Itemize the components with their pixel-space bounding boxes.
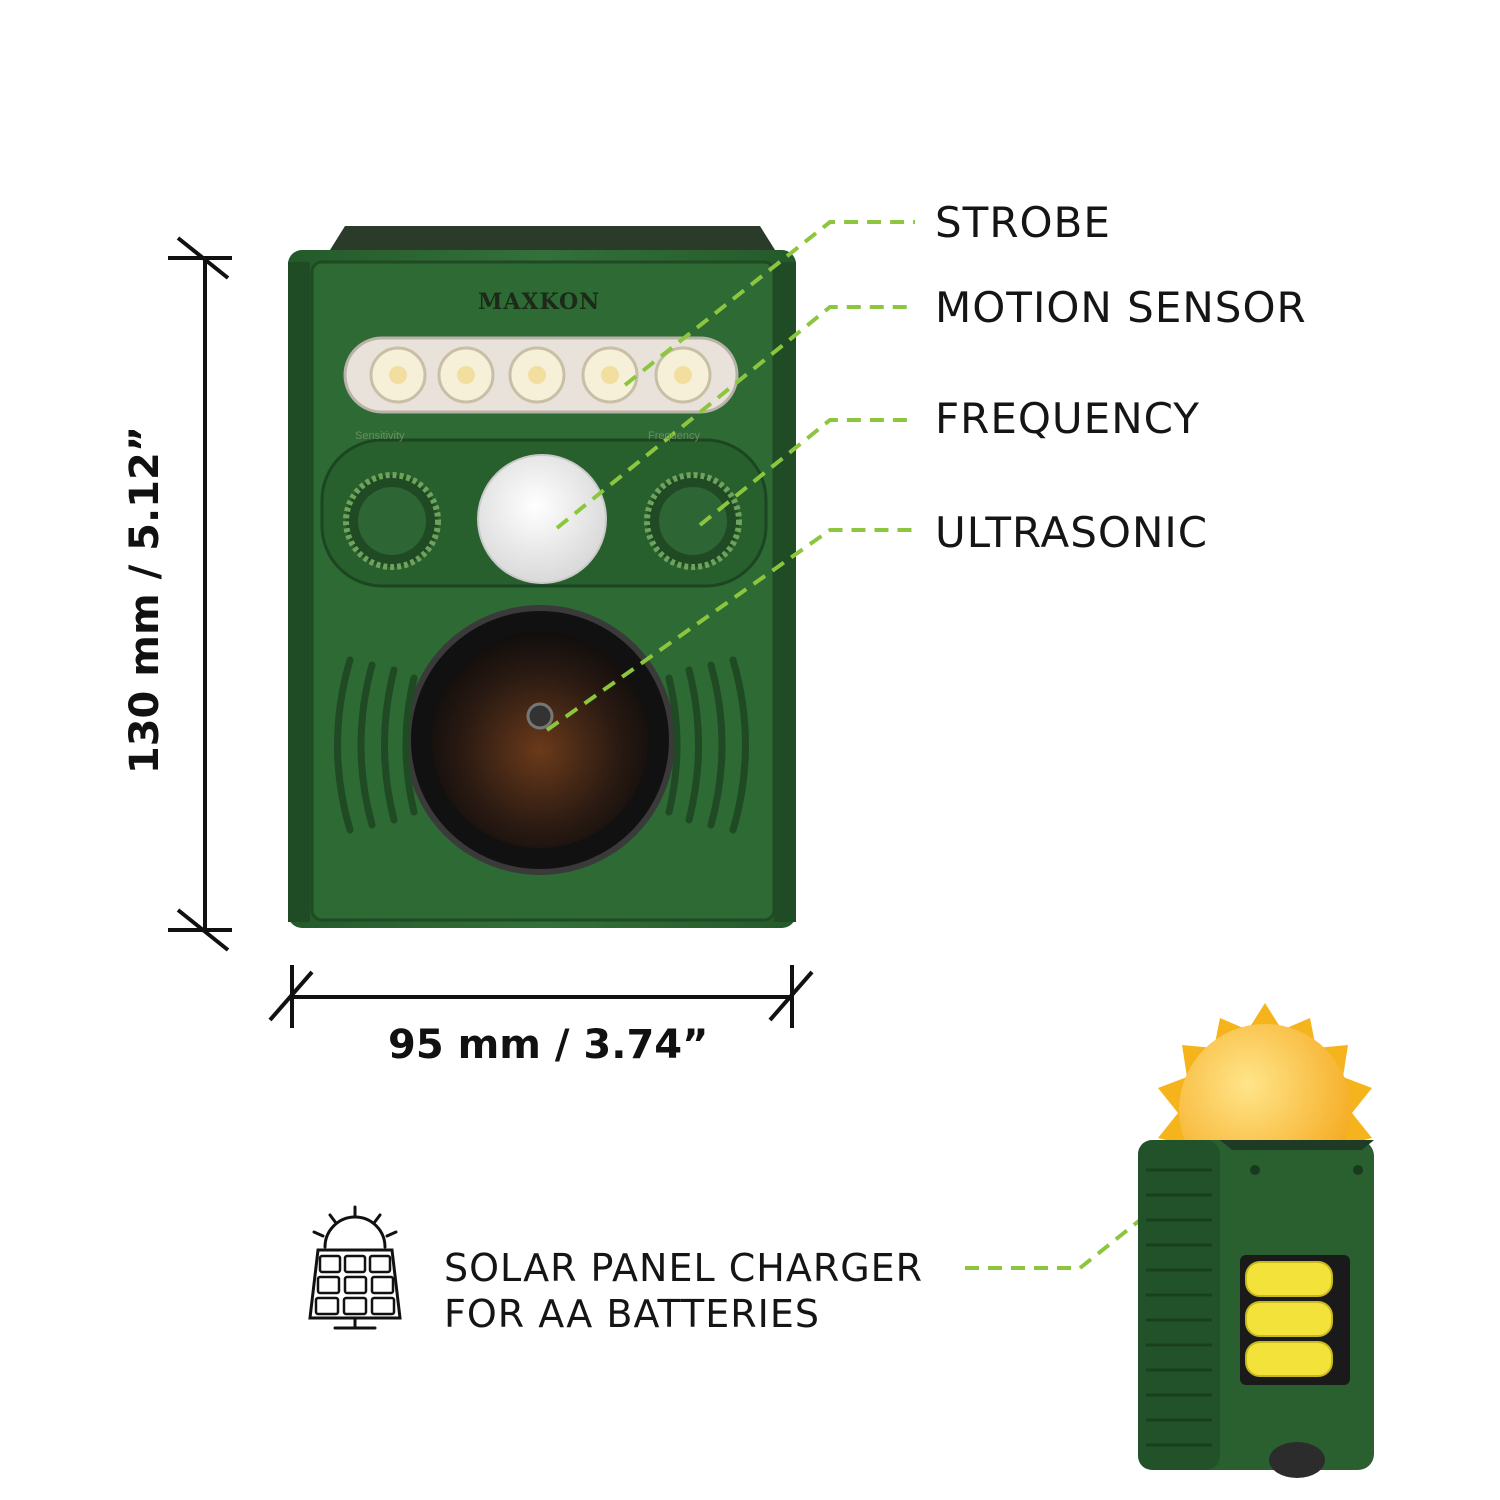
solar-charger-text: SOLAR PANEL CHARGER FOR AA BATTERIES	[444, 1245, 923, 1337]
strobe-led-bar	[343, 336, 739, 414]
ultrasonic-callout-line	[545, 528, 915, 732]
height-dimension-label: 130 mm / 5.12”	[122, 425, 168, 775]
device-back	[1138, 1140, 1374, 1478]
strobe-callout-line	[623, 220, 915, 387]
height-dimension	[168, 236, 232, 952]
sensitivity-label: Sensitivity	[355, 430, 405, 442]
ultrasonic-speaker	[405, 605, 675, 875]
strobe-label: STROBE	[935, 198, 1111, 247]
grille-left	[334, 656, 418, 834]
frequency-knob[interactable]	[644, 472, 742, 570]
frequency-label: Frequency	[648, 430, 700, 442]
sensitivity-knob[interactable]	[343, 472, 441, 570]
frequency-callout-line	[698, 418, 915, 527]
solar-panel-icon	[308, 1205, 402, 1330]
motion-sensor-label: MOTION SENSOR	[935, 283, 1307, 332]
solar-line-2: FOR AA BATTERIES	[444, 1292, 820, 1336]
frequency-callout-label: FREQUENCY	[935, 394, 1200, 443]
solar-line-1: SOLAR PANEL CHARGER	[444, 1246, 924, 1290]
motion-sensor-callout-line	[555, 305, 915, 530]
width-dimension-label: 95 mm / 3.74”	[388, 1022, 709, 1068]
ultrasonic-label: ULTRASONIC	[935, 508, 1209, 557]
motion-sensor-dome	[477, 454, 607, 584]
width-dimension	[268, 965, 814, 1028]
grille-right	[665, 656, 749, 834]
aa-batteries	[1245, 1261, 1333, 1377]
brand-logo: MAXKON	[478, 289, 601, 315]
device-main	[288, 226, 796, 928]
